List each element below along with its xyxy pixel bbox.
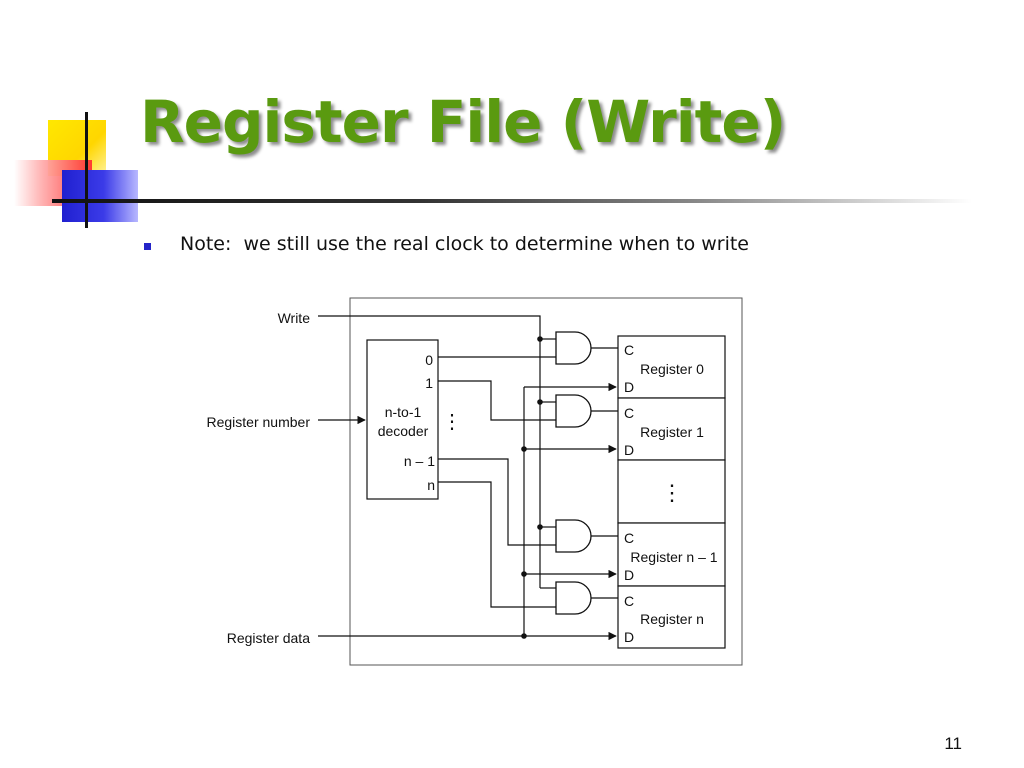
decoder-output-n-1: n – 1 [404,453,435,469]
register-n-1-d: D [624,567,634,583]
and-gates [555,331,592,615]
register-n-d: D [624,629,634,645]
bullet-marker-icon [144,243,151,250]
page-number: 11 [944,734,962,753]
decoder-output-1: 1 [425,375,433,391]
register-1-d: D [624,442,634,458]
register-number-label: Register number [207,414,311,430]
register-1-box [617,397,726,461]
register-n-1-c: C [624,530,634,546]
registers [617,335,726,649]
and-gate-1 [555,394,592,428]
register-1-c: C [624,405,634,421]
register-0-box [617,335,726,399]
register-n-1-name: Register n – 1 [630,549,717,565]
and-gate-0 [555,331,592,365]
decoder-output-n: n [427,477,435,493]
decoder-block [366,339,439,500]
and-gate-n [555,581,592,615]
register-0-c: C [624,342,634,358]
register-ellipsis: ⋮ [661,480,683,505]
register-n-c: C [624,593,634,609]
decor-blue-square [62,170,138,222]
write-input-label: Write [278,310,311,326]
decoder-output-0: 0 [425,352,433,368]
decoder-ellipsis: ⋮ [442,411,462,433]
bullet-text: Note: we still use the real clock to det… [180,233,749,255]
register-n-box [617,585,726,649]
decoder-label-2: decoder [378,423,429,439]
decor-vertical-line [85,112,88,228]
decoder-label-1: n-to-1 [385,404,422,420]
register-data-label: Register data [227,630,310,646]
wires [318,315,618,641]
junction-dots [521,336,543,639]
title-underline [52,199,972,203]
and-gate-n-1 [555,519,592,553]
register-0-d: D [624,379,634,395]
register-n-1-box [617,522,726,587]
register-1-name: Register 1 [640,424,704,440]
register-n-name: Register n [640,611,704,627]
register-0-name: Register 0 [640,361,704,377]
slide-title: Register File (Write) [140,88,786,156]
register-ellipsis-box [617,459,726,524]
